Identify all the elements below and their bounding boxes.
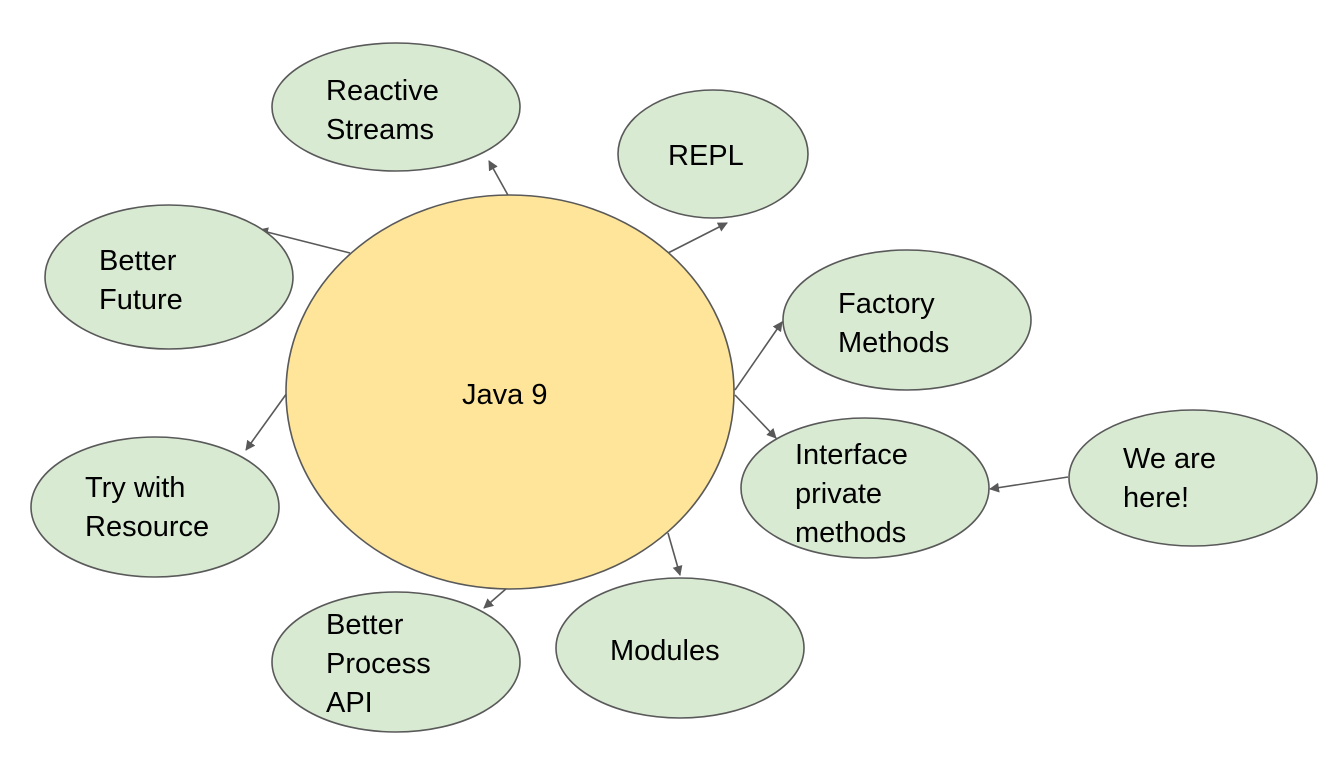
node-ellipse[interactable] [30, 436, 280, 578]
node-label-line: We are [1123, 443, 1216, 475]
node-ellipse[interactable] [782, 249, 1032, 391]
node-label-line: Reactive [326, 75, 439, 107]
node-label-line: Better [326, 609, 404, 641]
node-label-line: Factory [838, 288, 935, 320]
node-label-line: Resource [85, 511, 209, 543]
center-node-java9[interactable]: Java 9 [285, 194, 735, 590]
node-ellipse[interactable] [740, 417, 990, 559]
node-ellipse[interactable] [271, 591, 521, 733]
node-ellipse[interactable] [44, 204, 294, 350]
node-we-are-here[interactable]: We are here! [1068, 409, 1318, 547]
node-label-line: Future [99, 284, 183, 316]
edge-arrow-java9-to-repl [667, 222, 728, 254]
node-modules[interactable]: Modules [555, 577, 805, 719]
node-label-line: Methods [838, 327, 949, 359]
node-label-line: API [326, 687, 373, 719]
node-ellipse[interactable] [617, 89, 809, 219]
node-ellipse[interactable] [1068, 409, 1318, 547]
node-ellipse[interactable] [271, 42, 521, 172]
edge-arrow-java9-to-better-future [258, 227, 351, 254]
node-label-line: Better [99, 245, 177, 277]
edge-arrow-we-are-here-to-interface-private-methods [989, 476, 1069, 493]
node-label-line: REPL [668, 140, 744, 172]
center-ellipse[interactable] [285, 194, 735, 590]
node-label-line: Modules [610, 635, 720, 667]
edge-arrow-java9-to-factory-methods [734, 321, 783, 391]
node-interface-private-methods[interactable]: Interface private methods [740, 417, 990, 559]
node-label-line: Java 9 [462, 379, 547, 411]
node-label-line: Streams [326, 114, 434, 146]
node-label-line: Try with [85, 472, 185, 504]
edges-layer [245, 160, 1069, 609]
node-label-line: Process [326, 648, 431, 680]
edge-arrow-java9-to-modules [667, 532, 683, 576]
node-ellipse[interactable] [555, 577, 805, 719]
node-repl[interactable]: REPL [617, 89, 809, 219]
node-label-line: here! [1123, 482, 1189, 514]
edge-arrow-java9-to-interface-private-methods [734, 394, 777, 439]
node-label-line: Interface [795, 439, 908, 471]
edge-arrow-java9-to-better-process-api [483, 587, 508, 609]
edge-arrow-java9-to-reactive-streams [488, 160, 510, 198]
node-label-line: methods [795, 517, 906, 549]
edge-arrow-java9-to-try-with-resource [245, 392, 288, 451]
node-label-line: private [795, 478, 882, 510]
